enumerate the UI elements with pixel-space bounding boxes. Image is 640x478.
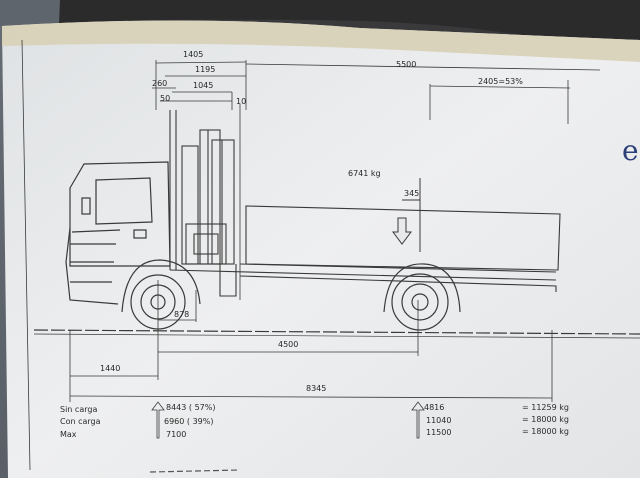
dim-8345: 8345	[306, 384, 326, 393]
paper-sheet	[2, 20, 640, 478]
total-value-con-carga: = 18000 kg	[522, 415, 569, 424]
row-label-sin-carga: Sin carga	[60, 405, 97, 414]
front-value-max: 7100	[166, 430, 186, 439]
load-arrow	[392, 178, 421, 252]
dim-878: 878	[174, 310, 189, 319]
bottom-dimension-lines	[69, 280, 553, 402]
dim-4500: 4500	[278, 340, 298, 349]
truck-cab	[65, 161, 171, 305]
dim-1405: 1405	[183, 50, 203, 59]
bottom-text-fragment	[149, 469, 241, 473]
load-weight-label: 6741 kg	[348, 169, 381, 178]
rear-value-con-carga: 11040	[426, 416, 451, 425]
dim-260: 260	[152, 79, 167, 88]
rear-value-max: 11500	[426, 428, 451, 437]
dim-1195: 1195	[195, 65, 215, 74]
front-value-con-carga: 6960 ( 39%)	[164, 417, 213, 426]
load-offset-label: 345	[404, 189, 419, 198]
total-value-sin-carga: = 11259 kg	[522, 403, 569, 412]
row-label-max: Max	[60, 430, 77, 439]
dim-50: 50	[160, 94, 170, 103]
frame-line-left	[21, 39, 31, 471]
front-axle-arrow-icon	[151, 401, 165, 439]
rear-wheel	[383, 263, 461, 331]
row-label-con-carga: Con carga	[60, 417, 101, 426]
dim-1045: 1045	[193, 81, 213, 90]
total-value-max: = 18000 kg	[522, 427, 569, 436]
front-value-sin-carga: 8443 ( 57%)	[166, 403, 215, 412]
truck-body	[169, 205, 561, 292]
dim-1440: 1440	[100, 364, 120, 373]
ground-line-2	[33, 333, 640, 339]
crane-drawing	[169, 110, 237, 297]
rear-value-sin-carga: 4816	[424, 403, 444, 412]
dim-2405: 2405=53%	[478, 77, 523, 86]
paper-top-edge	[2, 20, 640, 62]
dim-5500: 5500	[396, 60, 416, 69]
ground-line	[33, 329, 640, 335]
rear-axle-arrow-icon	[411, 401, 425, 439]
top-dimension-lines	[152, 60, 601, 300]
load-table: Sin carga Con carga Max 8443 ( 57%) 6960…	[60, 401, 569, 439]
dim-10: 10	[236, 97, 246, 106]
handwritten-mark: e	[622, 134, 639, 167]
